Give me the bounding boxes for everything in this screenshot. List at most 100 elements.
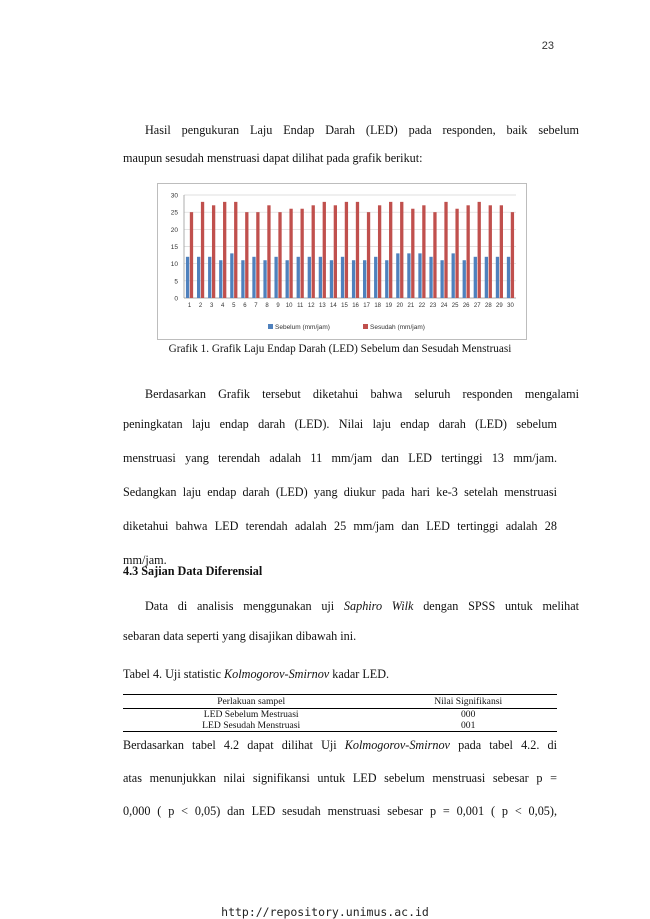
- text-run: Tabel 4. Uji statistic: [123, 667, 225, 681]
- bar-sesudah: [223, 201, 227, 298]
- bar-sesudah: [366, 212, 371, 298]
- bar-sebelum: [185, 256, 190, 298]
- text-run: dengan SPSS untuk melihat: [413, 599, 579, 613]
- bar-sebelum: [385, 260, 389, 298]
- paragraph-conclusion: Berdasarkan tabel 4.2 dapat dilihat Uji …: [123, 731, 557, 825]
- bar-sebelum: [495, 256, 500, 298]
- bar-sesudah: [267, 205, 271, 298]
- x-tick-label: 2: [199, 303, 203, 309]
- paragraph-line: sebaran data seperti yang disajikan diba…: [123, 629, 357, 643]
- table-row: LED Sesudah Menstruasi 001: [123, 720, 557, 732]
- paragraph-method: Data di analisis menggunakan uji Saphiro…: [123, 592, 579, 620]
- x-tick-label: 7: [254, 303, 258, 309]
- x-tick-label: 3: [210, 303, 214, 309]
- x-tick-label: 24: [441, 303, 448, 309]
- bar-sesudah: [211, 205, 216, 298]
- x-tick-label: 18: [374, 303, 381, 309]
- bar-sesudah: [433, 212, 437, 298]
- bar-sebelum: [241, 260, 245, 298]
- x-tick-label: 20: [396, 303, 403, 309]
- x-tick-label: 13: [319, 303, 326, 309]
- bar-sesudah: [333, 205, 337, 298]
- bar-sesudah: [488, 205, 492, 298]
- x-tick-label: 6: [243, 303, 247, 309]
- bar-sesudah: [400, 201, 404, 298]
- bar-sesudah: [499, 205, 503, 298]
- paragraph-line: Sedangkan laju endap darah (LED) yang di…: [123, 485, 557, 499]
- bar-sebelum: [296, 256, 300, 298]
- table-cell: 000: [460, 709, 476, 720]
- legend-swatch: [363, 324, 368, 329]
- bar-sebelum: [462, 260, 466, 298]
- x-tick-label: 19: [385, 303, 392, 309]
- italic-term: Kolmogorov-Smirnov: [224, 667, 330, 681]
- text-run: kadar LED.: [329, 667, 390, 681]
- x-tick-label: 4: [221, 303, 225, 309]
- italic-term: Kolmogorov-Smirnov: [344, 738, 450, 752]
- bar-sebelum: [451, 253, 455, 298]
- y-tick-label: 25: [171, 210, 179, 217]
- bar-sebelum: [208, 256, 212, 298]
- y-tick-label: 30: [171, 193, 179, 200]
- bar-sesudah: [444, 201, 448, 298]
- italic-term: Saphiro Wilk: [343, 599, 414, 613]
- bar-sesudah: [278, 212, 282, 298]
- paragraph-line: menstruasi yang terendah adalah 11 mm/ja…: [123, 451, 557, 465]
- table-caption: Tabel 4. Uji statistic Kolmogorov-Smirno…: [123, 664, 389, 684]
- x-tick-label: 16: [352, 303, 359, 309]
- bar-sebelum: [285, 260, 289, 298]
- paragraph-intro: Hasil pengukuran Laju Endap Darah (LED) …: [123, 116, 579, 144]
- bar-sesudah: [466, 205, 470, 298]
- bar-sebelum: [318, 256, 323, 298]
- bar-sesudah: [289, 208, 293, 298]
- bar-sebelum: [396, 253, 400, 298]
- bar-sebelum: [407, 253, 411, 298]
- x-tick-label: 1: [188, 303, 192, 309]
- x-tick-label: 17: [363, 303, 370, 309]
- bar-sebelum: [329, 260, 334, 298]
- y-tick-label: 15: [171, 244, 179, 251]
- x-tick-label: 14: [330, 303, 337, 309]
- bar-sebelum: [307, 256, 311, 298]
- x-tick-label: 11: [297, 303, 304, 309]
- x-tick-label: 30: [507, 303, 514, 309]
- paragraph-line: Berdasarkan Grafik tersebut diketahui ba…: [145, 387, 579, 401]
- bar-sesudah: [355, 201, 360, 298]
- y-tick-label: 20: [171, 227, 179, 234]
- table-row: LED Sebelum Mestruasi 000: [123, 709, 557, 721]
- paragraph-line: Hasil pengukuran Laju Endap Darah (LED) …: [145, 123, 579, 137]
- y-tick-label: 10: [171, 261, 179, 268]
- bar-sebelum: [418, 253, 422, 298]
- x-tick-label: 22: [419, 303, 426, 309]
- table-cell: 001: [379, 720, 557, 732]
- column-header: Nilai Signifikansi: [379, 694, 557, 709]
- paragraph-line: Berdasarkan tabel 4.2 dapat dilihat Uji …: [123, 731, 557, 759]
- paragraph-line: peningkatan laju endap darah (LED). Nila…: [123, 417, 557, 431]
- bar-sebelum: [230, 253, 234, 298]
- bar-sebelum: [274, 256, 278, 298]
- bar-sesudah: [377, 205, 382, 298]
- y-tick-label: 5: [174, 278, 178, 285]
- paragraph-intro-cont: maupun sesudah menstruasi dapat dilihat …: [123, 144, 557, 172]
- table-cell: LED Sesudah Menstruasi: [123, 720, 380, 732]
- bar-sebelum: [473, 256, 477, 298]
- bar-sesudah: [300, 208, 304, 298]
- bar-sesudah: [245, 212, 249, 298]
- section-heading: 4.3 Sajian Data Diferensial: [123, 564, 263, 578]
- bar-sesudah: [189, 212, 194, 298]
- x-tick-label: 27: [474, 303, 481, 309]
- bar-sesudah: [256, 212, 260, 298]
- text-run: Berdasarkan tabel 4.2 dapat dilihat Uji: [123, 738, 345, 752]
- paragraph-method-cont: sebaran data seperti yang disajikan diba…: [123, 622, 557, 650]
- page-number: 23: [541, 40, 554, 52]
- x-tick-label: 29: [496, 303, 503, 309]
- bar-sesudah: [510, 212, 515, 298]
- bar-sesudah: [200, 201, 205, 298]
- x-tick-label: 21: [408, 303, 415, 309]
- paragraph-line: maupun sesudah menstruasi dapat dilihat …: [123, 151, 423, 165]
- bar-sebelum: [219, 260, 223, 298]
- footer-url: http://repository.unimus.ac.id: [221, 905, 429, 919]
- bar-sesudah: [422, 205, 426, 298]
- x-tick-label: 9: [276, 303, 280, 309]
- bar-sesudah: [411, 208, 415, 298]
